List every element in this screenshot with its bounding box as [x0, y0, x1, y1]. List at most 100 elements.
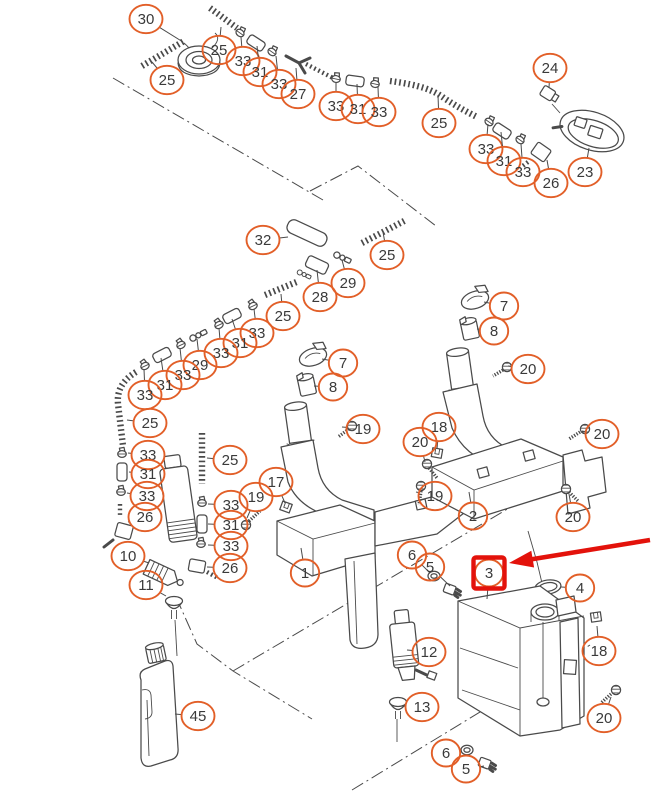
- callout-label: 12: [421, 644, 438, 661]
- callout-29[interactable]: 29: [182, 338, 218, 381]
- callout-label: 3: [485, 565, 493, 582]
- callout-label: 19: [427, 488, 444, 505]
- callout-25[interactable]: 25: [369, 231, 405, 271]
- callout-33[interactable]: 33: [207, 489, 249, 521]
- filler-neck-art: [295, 370, 318, 398]
- callout-6[interactable]: 6: [396, 540, 431, 574]
- screw-art: [501, 361, 513, 373]
- callout-33[interactable]: 33: [203, 327, 239, 369]
- callout-27[interactable]: 27: [280, 67, 316, 110]
- highlight-arrow-head: [509, 550, 535, 568]
- callout-18[interactable]: 18: [581, 625, 617, 667]
- callout-33[interactable]: 33: [127, 439, 166, 471]
- callout-19[interactable]: 19: [415, 480, 453, 512]
- callout-33[interactable]: 33: [126, 480, 165, 512]
- callout-29[interactable]: 29: [330, 259, 366, 299]
- callout-label: 31: [496, 153, 513, 170]
- callout-1[interactable]: 1: [289, 547, 321, 588]
- callout-11[interactable]: 11: [128, 569, 167, 601]
- callout-7[interactable]: 7: [483, 291, 520, 321]
- hose-clamp-art: [265, 43, 280, 58]
- callout-label: 20: [594, 426, 611, 443]
- callout-label: 18: [431, 419, 448, 436]
- callout-2[interactable]: 2: [457, 491, 489, 531]
- callout-label: 30: [138, 11, 155, 28]
- hose-clamp-art: [211, 316, 225, 331]
- callout-31[interactable]: 31: [128, 458, 166, 490]
- headlight-nozzle-art: [551, 109, 625, 153]
- washer-pump-art: [389, 608, 420, 681]
- callout-33[interactable]: 33: [361, 86, 397, 128]
- callout-6[interactable]: 6: [430, 738, 463, 768]
- hose-clamp-art: [196, 536, 206, 549]
- hose-clamp-art: [197, 495, 207, 508]
- callout-label: 20: [565, 509, 582, 526]
- callout-17[interactable]: 17: [258, 466, 294, 504]
- callout-25[interactable]: 25: [265, 293, 301, 332]
- callout-25[interactable]: 25: [206, 444, 248, 476]
- callout-10[interactable]: 10: [110, 540, 150, 572]
- callout-label: 26: [137, 509, 154, 526]
- callout-label: 18: [591, 643, 608, 660]
- callout-5[interactable]: 5: [450, 754, 485, 784]
- callout-20[interactable]: 20: [581, 418, 620, 450]
- callout-23[interactable]: 23: [567, 147, 603, 188]
- left-reservoir-art: [276, 339, 465, 649]
- callout-31[interactable]: 31: [207, 509, 249, 541]
- callout-20[interactable]: 20: [402, 426, 438, 463]
- hose-connector-art: [116, 462, 128, 482]
- hose-clamp-art: [116, 484, 126, 497]
- callout-8[interactable]: 8: [313, 372, 349, 402]
- callout-20[interactable]: 20: [507, 353, 546, 385]
- hose-clamp-art: [330, 71, 343, 84]
- callout-25[interactable]: 25: [149, 61, 185, 96]
- reservoir-cap-art: [295, 339, 331, 371]
- callout-5[interactable]: 5: [414, 552, 451, 587]
- grommet-art: [164, 595, 184, 619]
- hose-coupler-art: [188, 327, 209, 343]
- callout-8[interactable]: 8: [476, 316, 510, 346]
- callout-13[interactable]: 13: [401, 691, 440, 723]
- callout-label: 20: [520, 361, 537, 378]
- screw-art: [240, 519, 252, 531]
- callout-26[interactable]: 26: [206, 552, 248, 584]
- callout-32[interactable]: 32: [245, 224, 289, 256]
- callout-25[interactable]: 25: [421, 94, 457, 139]
- grommet-art: [388, 696, 408, 719]
- callout-24[interactable]: 24: [532, 52, 568, 89]
- callout-33[interactable]: 33: [207, 530, 249, 562]
- callout-33[interactable]: 33: [239, 308, 275, 349]
- callout-label: 33: [515, 164, 532, 181]
- callout-4[interactable]: 4: [560, 573, 596, 603]
- callout-label: 31: [223, 517, 240, 534]
- callout-3[interactable]: 3: [471, 555, 507, 600]
- callout-45[interactable]: 45: [174, 700, 216, 732]
- callout-19[interactable]: 19: [341, 413, 381, 445]
- elbow-fitting-art: [114, 521, 134, 541]
- callout-33[interactable]: 33: [318, 82, 354, 122]
- callout-label: 25: [275, 308, 292, 325]
- callout-20[interactable]: 20: [555, 493, 591, 533]
- callout-33[interactable]: 33: [165, 347, 201, 391]
- callout-label: 31: [157, 377, 174, 394]
- callout-26[interactable]: 26: [533, 159, 569, 199]
- hose-connector-art: [221, 306, 243, 326]
- callout-30[interactable]: 30: [128, 3, 184, 43]
- callout-25[interactable]: 25: [201, 26, 237, 66]
- callout-25[interactable]: 25: [126, 407, 168, 439]
- callout-26[interactable]: 26: [127, 501, 163, 533]
- callout-label: 31: [140, 466, 157, 483]
- nozzle-cap-art: [539, 85, 560, 103]
- callout-label: 1: [301, 565, 309, 582]
- retainer-clip-art: [430, 447, 444, 459]
- fluid-bottle-art: [139, 642, 179, 767]
- callout-12[interactable]: 12: [406, 636, 447, 668]
- callout-label: 29: [340, 275, 357, 292]
- callout-20[interactable]: 20: [586, 696, 622, 734]
- callout-19[interactable]: 19: [238, 481, 274, 519]
- windshield-hose-assembly-art: [114, 217, 408, 447]
- callout-label: 33: [213, 345, 230, 362]
- callout-28[interactable]: 28: [302, 269, 338, 313]
- callout-7[interactable]: 7: [321, 348, 359, 378]
- hose-connector-art: [196, 514, 208, 534]
